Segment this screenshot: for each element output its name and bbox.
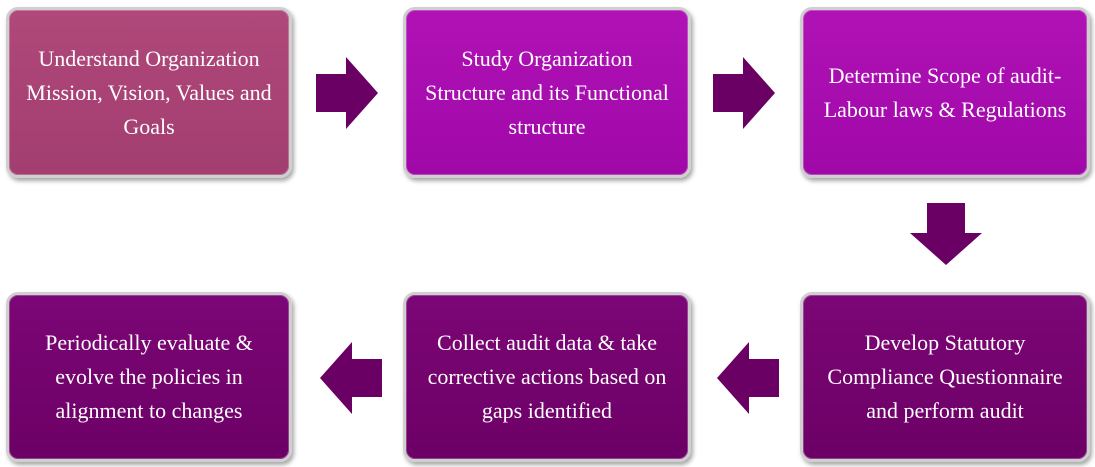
step-3-determine-scope-box: Determine Scope of audit-Labour laws & R… <box>800 7 1090 178</box>
step-5-text: Collect audit data & take corrective act… <box>427 330 667 423</box>
step-6-text: Periodically evaluate & evolve the polic… <box>45 330 253 423</box>
arrow-right-icon <box>713 57 775 129</box>
step-4-develop-questionnaire-box: Develop Statutory Compliance Questionnai… <box>800 292 1090 462</box>
step-3-text: Determine Scope of audit-Labour laws & R… <box>823 62 1067 122</box>
step-1-text: Understand Organization Mission, Vision,… <box>26 45 272 139</box>
step-5-collect-data-box: Collect audit data & take corrective act… <box>403 292 691 462</box>
arrow-left-icon <box>320 342 382 414</box>
arrow-down-icon <box>910 203 982 265</box>
step-1-understand-mission-box: Understand Organization Mission, Vision,… <box>6 7 292 178</box>
arrow-left-icon <box>717 342 779 414</box>
step-2-study-structure-box: Study Organization Structure and its Fun… <box>403 7 691 178</box>
step-4-text: Develop Statutory Compliance Questionnai… <box>827 330 1063 423</box>
arrow-right-icon <box>316 57 378 129</box>
step-6-evaluate-policies-box: Periodically evaluate & evolve the polic… <box>6 292 292 462</box>
step-2-text: Study Organization Structure and its Fun… <box>425 45 669 139</box>
